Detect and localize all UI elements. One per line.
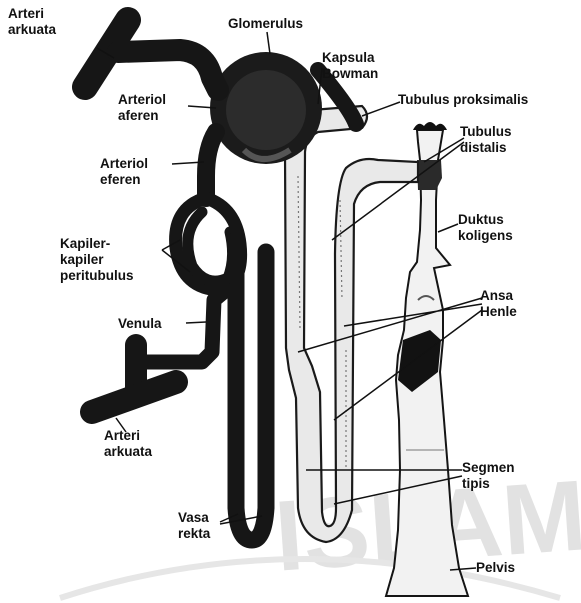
label-line: Ansa xyxy=(480,288,517,304)
label-tubulus-distalis: Tubulus distalis xyxy=(460,124,512,156)
label-line: Venula xyxy=(118,316,162,332)
label-arteri-arkuata-top: Arteri arkuata xyxy=(8,6,56,38)
label-tubulus-proksimalis: Tubulus proksimalis xyxy=(398,92,528,108)
label-line: Pelvis xyxy=(476,560,515,576)
label-line: tipis xyxy=(462,476,515,492)
label-line: arkuata xyxy=(8,22,56,38)
label-venula: Venula xyxy=(118,316,162,332)
label-line: peritubulus xyxy=(60,268,134,284)
label-line: arkuata xyxy=(104,444,152,460)
label-line: aferen xyxy=(118,108,166,124)
label-line: distalis xyxy=(460,140,512,156)
label-line: kapiler xyxy=(60,252,134,268)
label-line: Arteriol xyxy=(118,92,166,108)
label-ansa-henle: Ansa Henle xyxy=(480,288,517,320)
label-line: Vasa xyxy=(178,510,210,526)
label-line: Kapiler- xyxy=(60,236,134,252)
label-line: Arteriol xyxy=(100,156,148,172)
label-line: Henle xyxy=(480,304,517,320)
label-line: Tubulus proksimalis xyxy=(398,92,528,108)
label-line: Duktus xyxy=(458,212,513,228)
label-vasa-rekta: Vasa rekta xyxy=(178,510,210,542)
label-line: koligens xyxy=(458,228,513,244)
label-kapiler-peritubulus: Kapiler- kapiler peritubulus xyxy=(60,236,134,284)
label-line: Tubulus xyxy=(460,124,512,140)
label-segmen-tipis: Segmen tipis xyxy=(462,460,515,492)
label-arteriol-eferen: Arteriol eferen xyxy=(100,156,148,188)
label-line: Bowman xyxy=(322,66,378,82)
label-line: Arteri xyxy=(8,6,56,22)
label-kapsula-bowman: Kapsula Bowman xyxy=(322,50,378,82)
label-line: Segmen xyxy=(462,460,515,476)
label-glomerulus: Glomerulus xyxy=(228,16,303,32)
label-duktus-koligens: Duktus koligens xyxy=(458,212,513,244)
label-line: Arteri xyxy=(104,428,152,444)
label-arteriol-aferen: Arteriol aferen xyxy=(118,92,166,124)
glomerulus-capsule xyxy=(210,52,322,164)
label-pelvis: Pelvis xyxy=(476,560,515,576)
label-line: eferen xyxy=(100,172,148,188)
label-line: rekta xyxy=(178,526,210,542)
label-arteri-arkuata-bottom: Arteri arkuata xyxy=(104,428,152,460)
label-line: Kapsula xyxy=(322,50,378,66)
label-line: Glomerulus xyxy=(228,16,303,32)
